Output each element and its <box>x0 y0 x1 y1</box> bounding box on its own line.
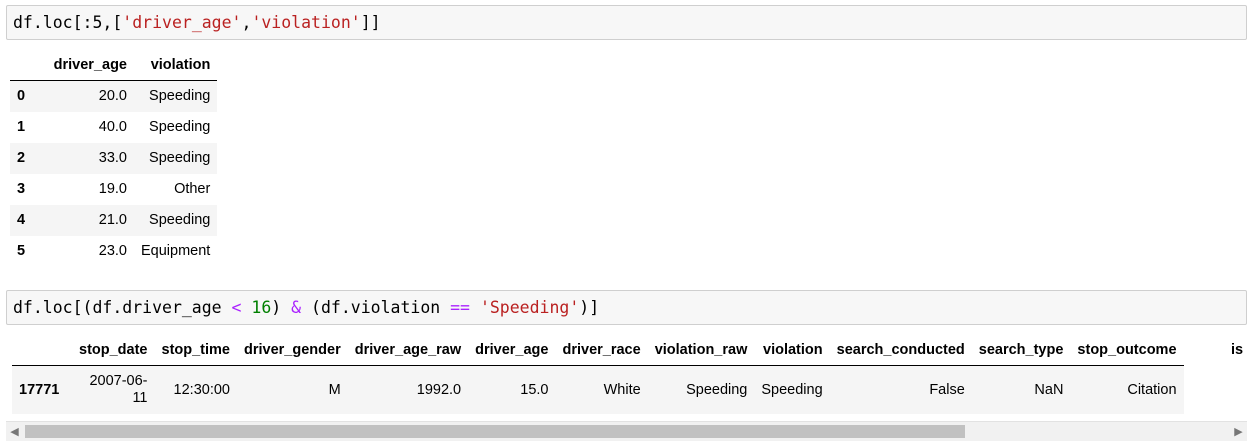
clipped-column-header: is <box>1231 342 1244 358</box>
code-string: 'driver_age' <box>122 13 242 32</box>
column-header: driver_age_raw <box>347 335 469 366</box>
table-cell: 40.0 <box>98 119 127 135</box>
table-cell: 12:30:00 <box>173 381 230 398</box>
code-text: df.loc[:5,[ <box>13 13 123 32</box>
code-number: 16 <box>251 298 272 317</box>
table-row: 17771 2007-06-11 12:30:00 M 1992.0 15.0 … <box>12 365 1184 414</box>
dataframe-output-1: driver_age violation 0 20.0 Speeding 1 4… <box>10 50 218 267</box>
horizontal-scrollbar[interactable]: ◀ ▶ <box>6 421 1247 441</box>
column-header: violation_raw <box>647 335 755 366</box>
code-text: ) <box>271 298 292 317</box>
table-cell: 19.0 <box>98 181 127 197</box>
scroll-right-arrow-icon[interactable]: ▶ <box>1234 425 1243 438</box>
code-cell-2[interactable]: df.loc[(df.driver_age < 16) & (df.violat… <box>6 290 1247 325</box>
table-row: 0 20.0 Speeding <box>10 80 218 112</box>
code-operator: == <box>450 298 470 317</box>
column-header: driver_age <box>44 50 134 81</box>
table-cell: White <box>603 381 641 398</box>
table-cell: Speeding <box>149 119 211 135</box>
dataframe-output-2: stop_date stop_time driver_gender driver… <box>12 335 1184 414</box>
table-cell: Citation <box>1127 381 1177 398</box>
column-header: search_type <box>971 335 1071 366</box>
code-text <box>241 298 251 317</box>
code-text: df.loc[(df.driver_age <box>13 298 232 317</box>
column-header: search_conducted <box>829 335 972 366</box>
table-cell: False <box>929 381 965 398</box>
table-header-row: stop_date stop_time driver_gender driver… <box>12 335 1184 366</box>
scroll-left-arrow-icon[interactable]: ◀ <box>10 425 19 438</box>
table-cell: Speeding <box>149 150 211 166</box>
code-text: ]] <box>360 13 381 32</box>
table-cell: 1992.0 <box>416 381 462 398</box>
table-cell: Speeding <box>149 212 211 228</box>
table-row: 4 21.0 Speeding <box>10 204 218 236</box>
column-header: driver_age <box>468 335 556 366</box>
column-header: violation <box>754 335 830 366</box>
code-text: , <box>241 13 252 32</box>
column-header: driver_gender <box>237 335 348 366</box>
column-header: stop_outcome <box>1070 335 1184 366</box>
column-header: stop_date <box>72 335 155 366</box>
table-row: 5 23.0 Equipment <box>10 236 217 267</box>
code-text: (df.violation <box>301 298 451 317</box>
code-text <box>470 298 480 317</box>
row-index: 3 <box>17 181 26 197</box>
index-header <box>10 50 44 81</box>
row-index: 17771 <box>19 381 60 398</box>
code-operator: < <box>231 298 242 317</box>
table-cell: 33.0 <box>98 150 127 166</box>
table-cell: 2007-06-11 <box>89 372 148 406</box>
code-string: 'Speeding' <box>479 298 580 317</box>
index-header <box>12 335 72 366</box>
row-index: 1 <box>17 119 26 135</box>
row-index: 0 <box>17 88 26 105</box>
code-operator: & <box>291 298 302 317</box>
row-index: 5 <box>17 243 26 259</box>
code-text: )] <box>579 298 600 317</box>
table-cell: Speeding <box>686 381 748 398</box>
table-cell: 20.0 <box>98 88 127 105</box>
row-index: 2 <box>17 150 26 166</box>
column-header: violation <box>134 50 218 81</box>
code-cell-1[interactable]: df.loc[:5,['driver_age','violation']] <box>6 5 1247 40</box>
table-row: 1 40.0 Speeding <box>10 112 217 143</box>
table-cell: Speeding <box>149 88 211 105</box>
row-index: 4 <box>17 212 26 228</box>
table-cell: Equipment <box>141 243 211 259</box>
table-cell: Speeding <box>761 381 823 398</box>
table-cell: 15.0 <box>520 381 549 398</box>
code-string: 'violation' <box>251 13 361 32</box>
table-cell: 21.0 <box>98 212 127 228</box>
table-cell: 23.0 <box>98 243 127 259</box>
table-cell: Other <box>174 181 211 197</box>
table-cell: M <box>328 381 341 398</box>
column-header: driver_race <box>555 335 648 366</box>
scrollbar-thumb[interactable] <box>25 425 965 438</box>
column-header: stop_time <box>154 335 237 366</box>
table-row: 2 33.0 Speeding <box>10 142 218 174</box>
table-cell: NaN <box>1034 381 1064 398</box>
table-header-row: driver_age violation <box>10 50 218 81</box>
table-row: 3 19.0 Other <box>10 174 217 205</box>
